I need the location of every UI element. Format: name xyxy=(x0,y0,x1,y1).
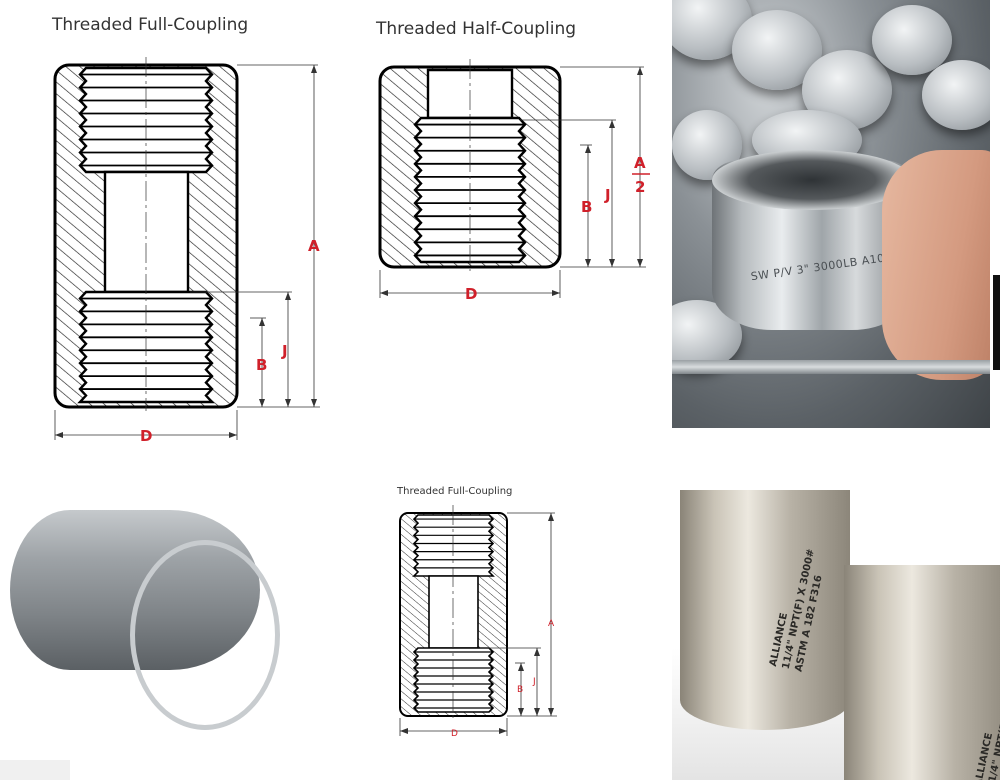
rack-rail xyxy=(672,360,990,374)
diagram-title: Threaded Full-Coupling xyxy=(51,15,248,35)
arrow xyxy=(548,513,554,521)
thread-bore xyxy=(412,647,495,713)
arrow xyxy=(534,708,540,716)
floor-shadow xyxy=(0,760,70,780)
arrow xyxy=(518,663,524,671)
coupling-threaded-opening xyxy=(130,540,280,730)
arrow xyxy=(259,399,265,407)
arrow xyxy=(609,259,615,267)
dimension-label-b: B xyxy=(256,356,267,374)
arrow xyxy=(380,290,388,296)
diagram-title: Threaded Half-Coupling xyxy=(375,19,576,39)
plain-bore xyxy=(103,170,190,294)
arrow xyxy=(499,728,507,734)
thread-bore xyxy=(412,514,495,577)
arrow xyxy=(285,292,291,300)
arrow xyxy=(229,432,237,438)
full-coupling-diagram-small: Threaded Full-Coupling A J B D xyxy=(396,486,557,739)
arrow xyxy=(585,145,591,153)
arrow xyxy=(637,259,643,267)
coupling-threaded-opening xyxy=(680,455,850,535)
dimension-label-a: A xyxy=(548,619,555,629)
dimension-label-j: J xyxy=(281,342,288,360)
edge-bar xyxy=(993,275,1000,370)
full-coupling-diagram: Threaded Full-Coupling A J B D Threaded … xyxy=(51,15,650,445)
arrow xyxy=(552,290,560,296)
arrow xyxy=(585,259,591,267)
arrow xyxy=(311,399,317,407)
photo-alliance-couplings: ALLIANCE 11/4" NPT(F) X 3000# ASTM A 182… xyxy=(672,450,1000,780)
coupling-threaded-opening xyxy=(844,520,1000,615)
photo-coupling xyxy=(0,460,290,780)
hand xyxy=(882,150,990,380)
arrow xyxy=(400,728,408,734)
dimension-label-b: B xyxy=(517,685,523,695)
arrow xyxy=(534,648,540,656)
dimension-label-d: D xyxy=(465,285,477,303)
dimension-label-a: A xyxy=(634,154,646,172)
dimension-label-d: D xyxy=(451,729,458,739)
dimension-label-a: A xyxy=(308,237,320,255)
arrow xyxy=(518,708,524,716)
dimension-label-d: D xyxy=(140,427,152,445)
plain-bore xyxy=(428,575,479,649)
coupling-body xyxy=(844,565,1000,780)
arrow xyxy=(637,67,643,75)
coupling-body xyxy=(680,490,850,730)
arrow xyxy=(259,318,265,326)
diagram-title: Threaded Full-Coupling xyxy=(396,486,512,497)
dimension-label-j: J xyxy=(532,677,536,687)
dimension-label-j: J xyxy=(604,186,611,204)
dimension-label-a-denominator: 2 xyxy=(635,178,645,196)
arrow xyxy=(55,432,63,438)
dimension-label-b: B xyxy=(581,198,592,216)
photo-coupling-in-hand: SW P/V 3" 3000LB A105 4180 xyxy=(672,0,990,428)
arrow xyxy=(548,708,554,716)
coupling-threaded-opening xyxy=(712,150,912,210)
arrow xyxy=(285,399,291,407)
arrow xyxy=(609,120,615,128)
arrow xyxy=(311,65,317,73)
